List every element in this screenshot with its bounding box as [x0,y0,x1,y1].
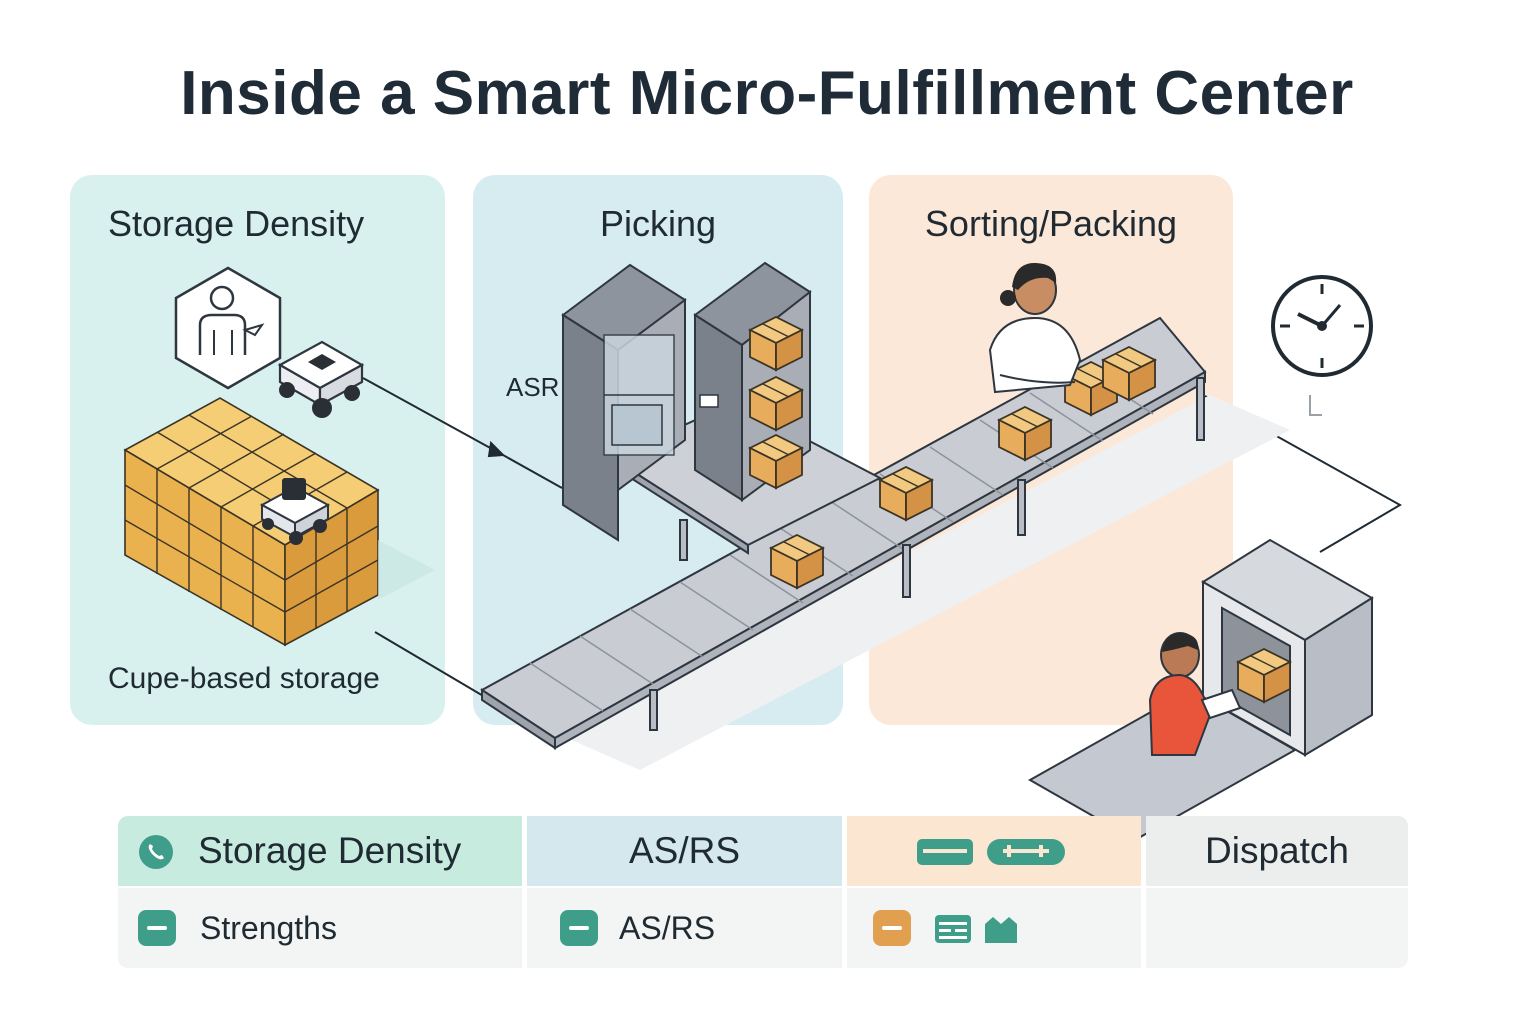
page-title: Inside a Smart Micro-Fulfillment Center [180,59,1354,128]
minus-icon [138,910,176,946]
table-header-cell [847,816,1141,886]
table-header-storage: Storage Density [198,830,462,871]
user-hexagon-icon [174,266,282,390]
table-header-cell: Storage Density [118,816,522,886]
table-column-asrs: AS/RS AS/RS [527,816,842,968]
table-column-dispatch: Dispatch [1146,816,1408,968]
table-header-cell: AS/RS [527,816,842,886]
clock-icon [1271,275,1373,416]
table-cell-asrs: AS/RS [619,910,716,946]
robot-icon [277,340,365,418]
table-header-asrs: AS/RS [628,830,741,871]
table-body-cell [847,888,1141,968]
zone-sorting-title: Sorting/Packing [924,203,1178,244]
table-cell-strengths: Strengths [200,910,337,946]
asrs-rack-right [693,261,812,502]
card-icon [917,839,1065,865]
robot-on-grid-icon [259,478,331,545]
table-body-cell: Strengths [118,888,522,968]
table-column-storage: Storage Density Strengths [118,816,522,968]
cube-storage-grid [123,397,380,647]
asr-label: ASR [506,372,560,402]
minus-icon [873,910,911,946]
packing-worker [988,262,1082,394]
zone-storage-caption: Cupe-based storage [108,662,380,695]
table-header-dispatch: Dispatch [1205,830,1349,871]
phone-icon [139,835,173,869]
minus-icon [560,910,598,946]
zone-picking-title: Picking [599,203,717,244]
table-header-cell: Dispatch [1146,816,1408,886]
dispatch-station [1027,538,1374,842]
zone-storage-title: Storage Density [108,203,365,244]
table-body-cell: AS/RS [527,888,842,968]
device-icon [935,915,1017,943]
table-column-sorting [847,816,1141,968]
table-body-cell [1146,888,1408,968]
asrs-rack-left [561,263,687,542]
